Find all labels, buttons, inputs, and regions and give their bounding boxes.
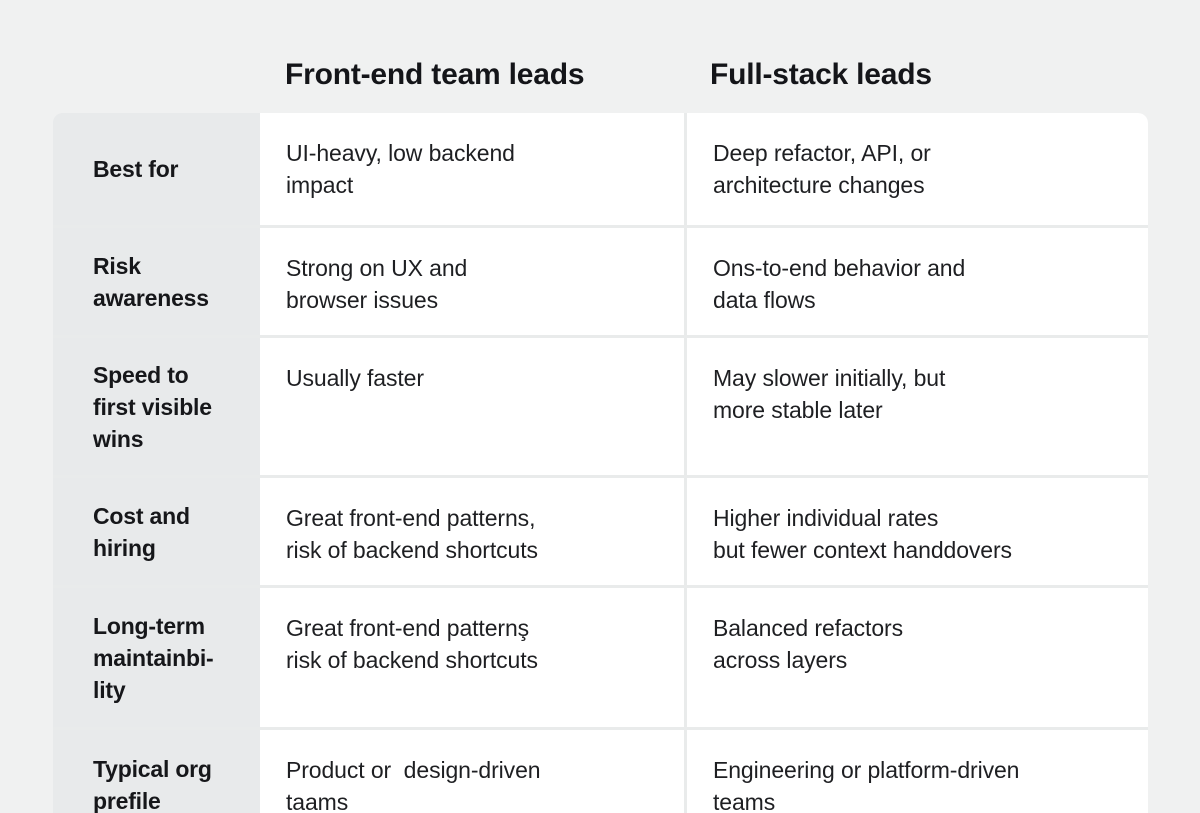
cell-cost-frontend: Great front-end patterns, risk of backen… [260, 478, 684, 585]
cell-risk-awareness-frontend: Strong on UX and browser issues [260, 228, 684, 335]
cell-risk-awareness-fullstack: Ons-to-end behavior and data flows [684, 228, 1148, 335]
column-header-frontend: Front-end team leads [285, 58, 585, 91]
cell-speed-frontend: Usually faster [260, 338, 684, 475]
table-row: Best for UI-heavy, low backend impact De… [53, 113, 1148, 225]
row-label-best-for: Best for [53, 113, 260, 225]
table-row: Cost and hiring Great front-end patterns… [53, 478, 1148, 585]
table-row: Long-term maintainbi- lity Great front-e… [53, 588, 1148, 727]
table-row: Speed to first visible wins Usually fast… [53, 338, 1148, 475]
cell-cost-fullstack: Higher individual rates but fewer contex… [684, 478, 1148, 585]
cell-best-for-fullstack: Deep refactor, API, or architecture chan… [684, 113, 1148, 225]
row-label-typical-org-profile: Typical org prefile [53, 730, 260, 813]
column-header-fullstack: Full-stack leads [710, 58, 932, 91]
cell-maintainability-frontend: Great front-end patternş risk of backend… [260, 588, 684, 727]
row-label-speed-to-first-visible-wins: Speed to first visible wins [53, 338, 260, 475]
cell-org-profile-frontend: Product or design-driven taams [260, 730, 684, 813]
row-label-long-term-maintainability: Long-term maintainbi- lity [53, 588, 260, 727]
cell-speed-fullstack: May slower initially, but more stable la… [684, 338, 1148, 475]
table-row: Risk awareness Strong on UX and browser … [53, 228, 1148, 335]
row-label-risk-awareness: Risk awareness [53, 228, 260, 335]
cell-maintainability-fullstack: Balanced refactors across layers [684, 588, 1148, 727]
row-label-cost-and-hiring: Cost and hiring [53, 478, 260, 585]
cell-org-profile-fullstack: Engineering or platform-driven teams [684, 730, 1148, 813]
table-row: Typical org prefile Product or design-dr… [53, 730, 1148, 813]
cell-best-for-frontend: UI-heavy, low backend impact [260, 113, 684, 225]
comparison-table: Best for UI-heavy, low backend impact De… [53, 113, 1148, 813]
